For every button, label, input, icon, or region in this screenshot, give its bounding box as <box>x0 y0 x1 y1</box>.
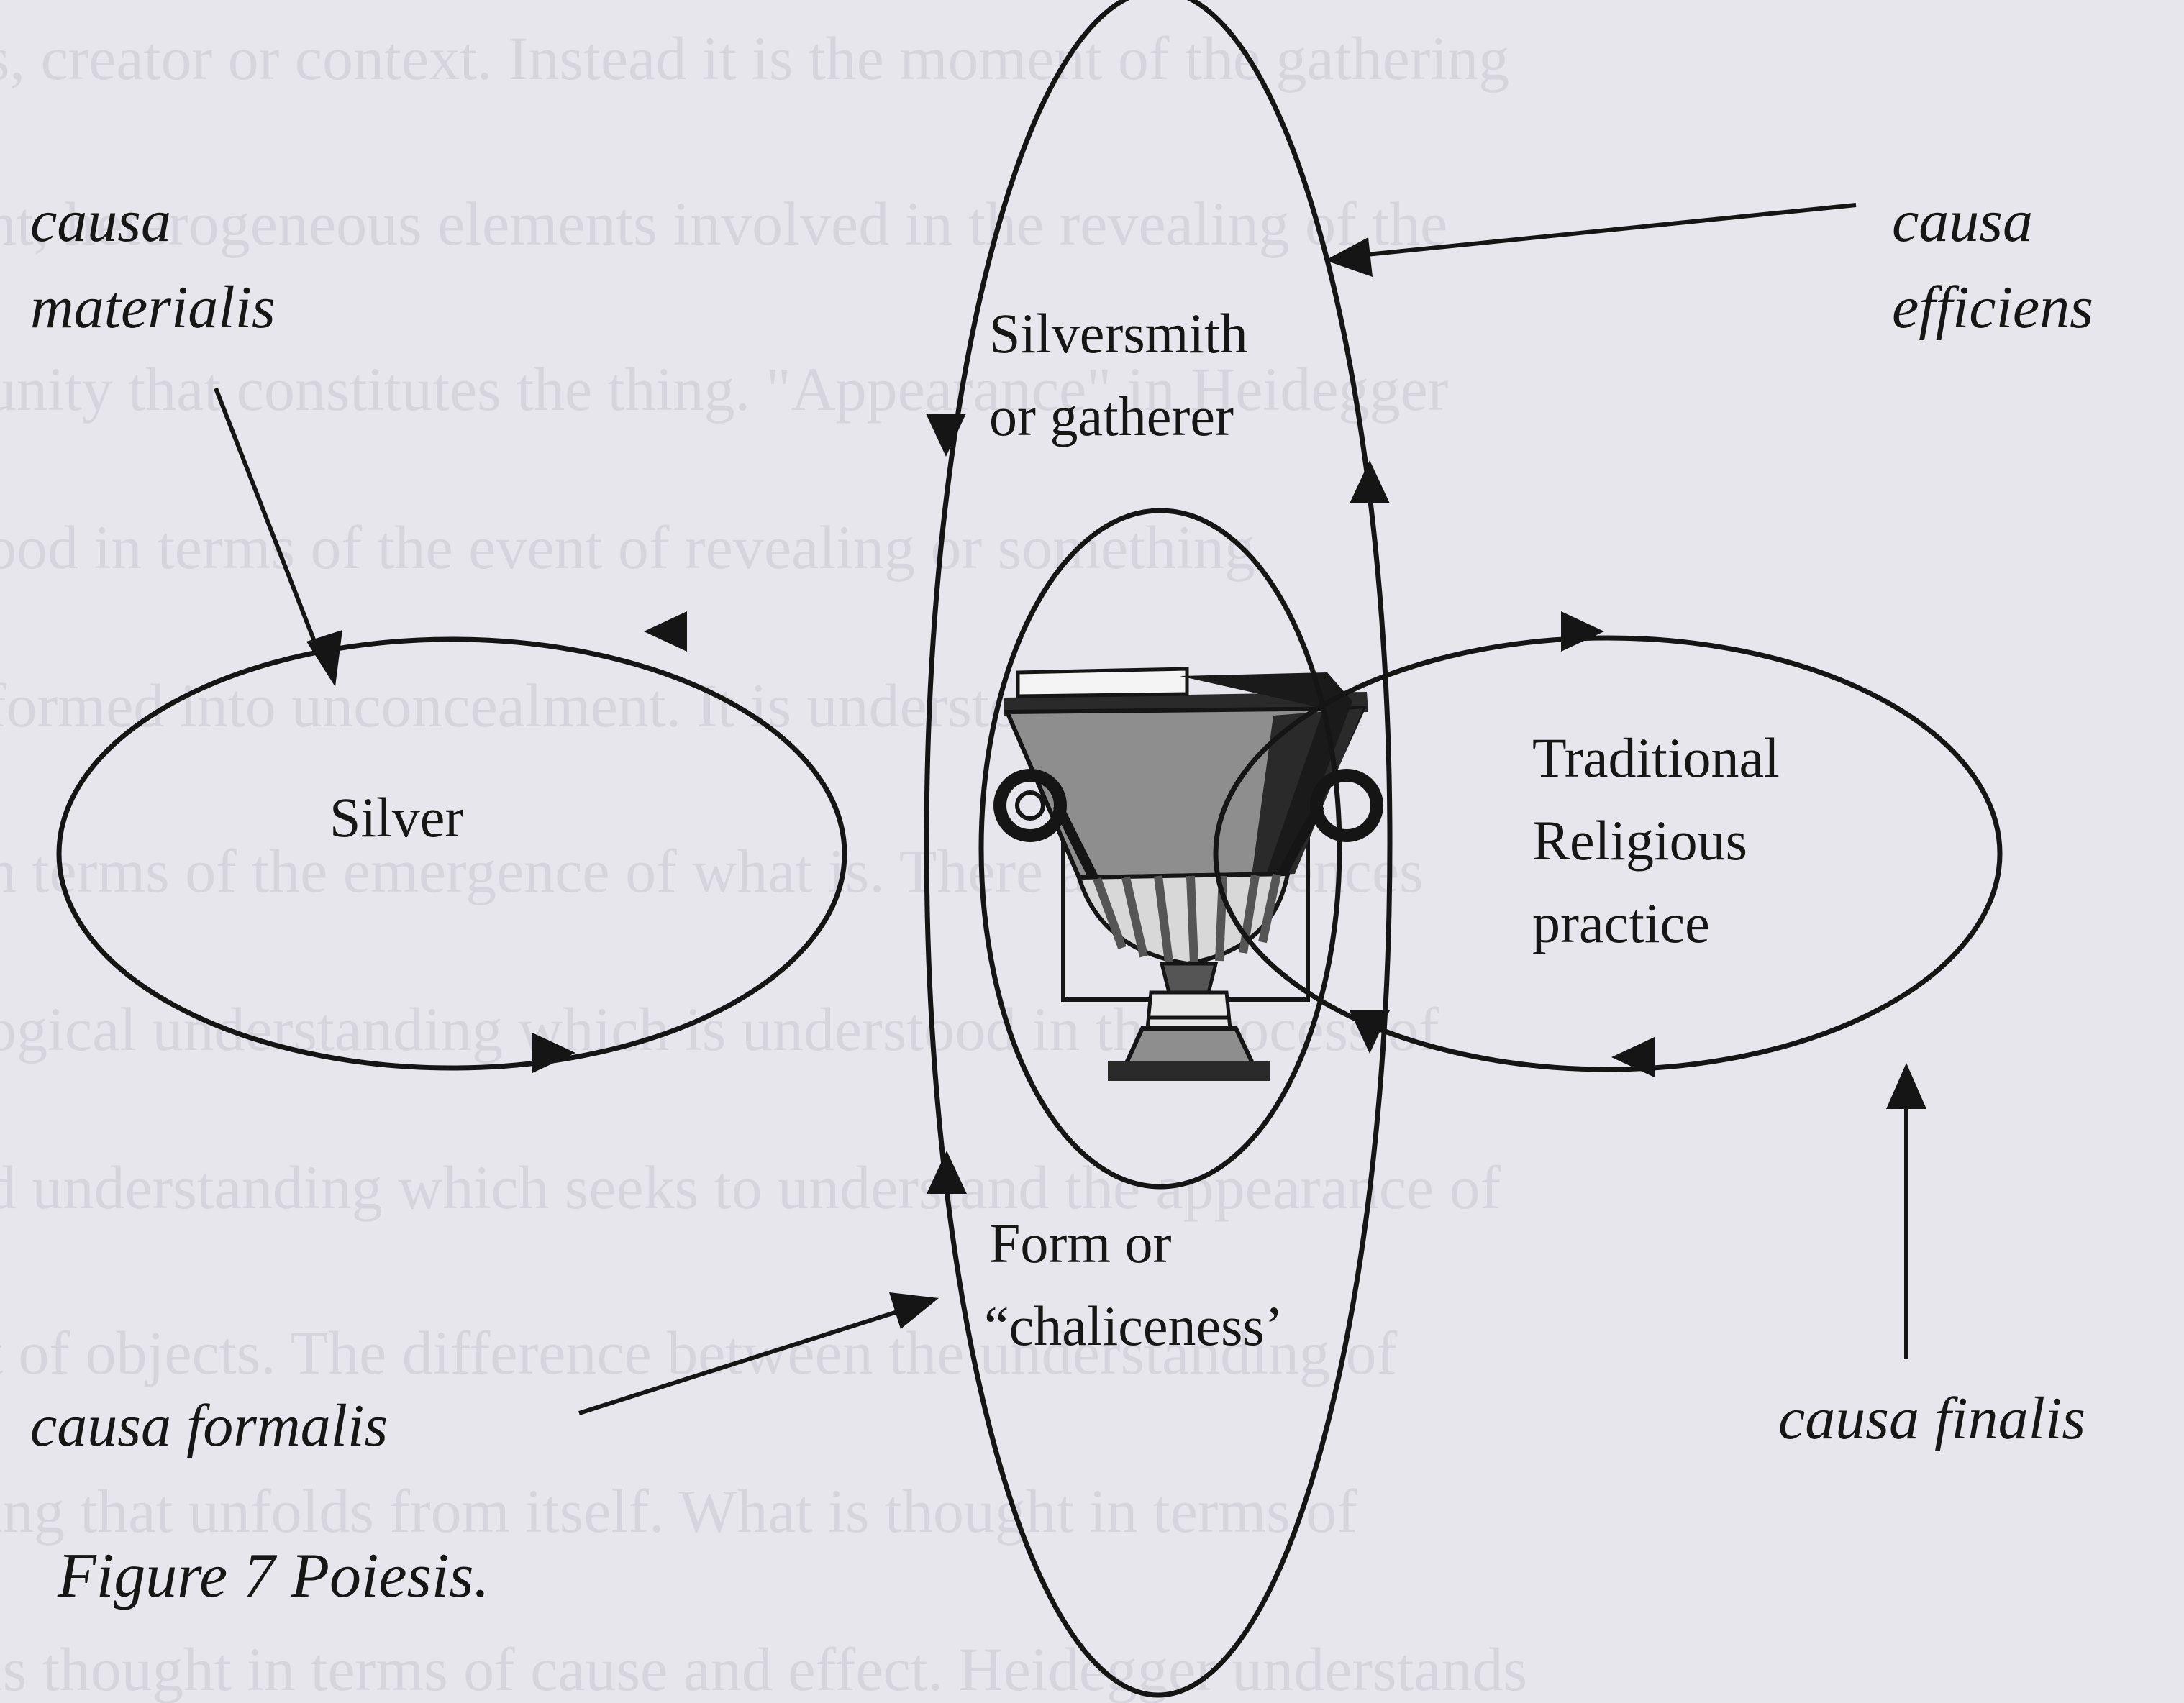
silver-label: Silver <box>329 786 463 849</box>
background-line: s, creator or context. Instead it is the… <box>0 24 1509 93</box>
figure-caption: Figure 7 Poiesis. <box>57 1541 489 1611</box>
background-line: ing that unfolds from itself. What is th… <box>0 1476 1357 1546</box>
causa-efficiens-label: efficiens <box>1892 274 2093 341</box>
causa-efficiens-label: causa <box>1892 188 2033 255</box>
tradition-label: Religious <box>1532 809 1747 872</box>
background-line: d understanding which seeks to understan… <box>0 1153 1501 1222</box>
background-line: ood in terms of the event of revealing o… <box>0 513 1255 582</box>
causa-materialis-label: materialis <box>30 274 276 341</box>
tradition-label: Traditional <box>1532 726 1780 789</box>
causa-finalis-label: causa finalis <box>1778 1385 2085 1452</box>
arrowhead-right <box>1561 611 1604 652</box>
silversmith-label: Silversmith <box>989 302 1248 365</box>
form-label: “chaliceness’ <box>984 1295 1283 1357</box>
background-line: is thought in terms of cause and effect.… <box>0 1635 1527 1703</box>
causa-materialis-label: causa <box>30 188 171 255</box>
arrowhead-up <box>1886 1063 1926 1109</box>
tradition-label: practice <box>1532 892 1710 954</box>
arrowhead-down <box>926 414 966 457</box>
arrowhead-up <box>1350 460 1390 503</box>
silversmith-label: or gatherer <box>989 385 1234 447</box>
background-line: nt, heterogeneous elements involved in t… <box>0 189 1447 258</box>
form-label: Form or <box>989 1212 1172 1274</box>
causa-formalis-label: causa formalis <box>30 1392 388 1459</box>
arrowhead-left <box>644 611 687 652</box>
